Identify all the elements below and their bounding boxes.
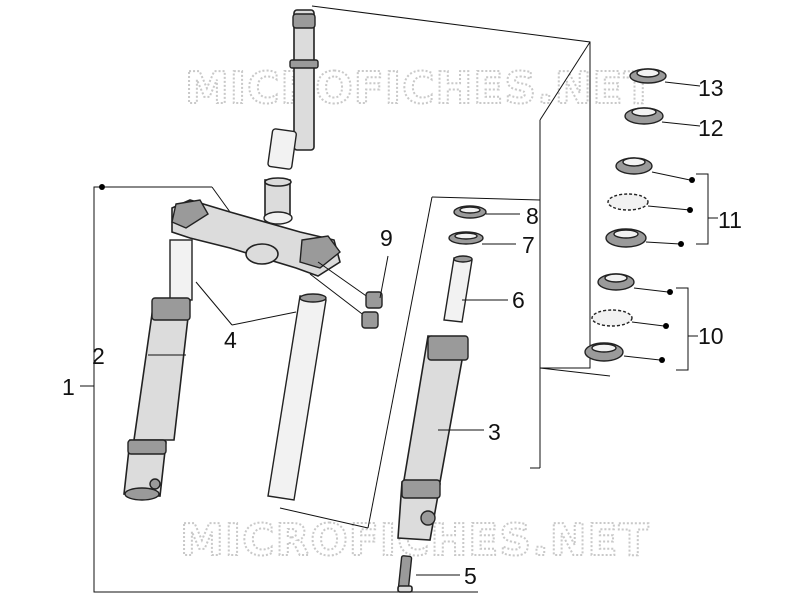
callout-8: 8 bbox=[526, 203, 539, 229]
callout-5: 5 bbox=[464, 563, 477, 589]
headset-bearings bbox=[584, 68, 667, 362]
fork-bushing bbox=[443, 255, 473, 323]
callout-11: 11 bbox=[718, 207, 742, 233]
fork-crown bbox=[171, 199, 341, 277]
leader-lines bbox=[148, 81, 718, 576]
fork-slider bbox=[397, 335, 469, 541]
left-fork-leg bbox=[123, 239, 193, 501]
watermark-top: MICROFICHES.NET bbox=[185, 63, 655, 114]
callout-10: 10 bbox=[698, 323, 724, 349]
callout-3: 3 bbox=[488, 419, 501, 445]
crown-screws bbox=[309, 261, 383, 329]
callout-9: 9 bbox=[380, 225, 393, 251]
callout-12: 12 bbox=[698, 115, 724, 141]
callout-1: 1 bbox=[62, 374, 75, 400]
right-fork-tube bbox=[267, 293, 327, 501]
bracket-1 bbox=[80, 184, 478, 593]
callout-7: 7 bbox=[522, 232, 535, 258]
assembly-frame bbox=[279, 5, 611, 529]
callout-2: 2 bbox=[92, 343, 105, 369]
bottom-bolt bbox=[397, 555, 413, 593]
callout-6: 6 bbox=[512, 287, 525, 313]
callout-4: 4 bbox=[224, 327, 237, 353]
steering-stem bbox=[264, 9, 319, 221]
callout-13: 13 bbox=[698, 75, 724, 101]
fork-seals bbox=[448, 205, 487, 245]
